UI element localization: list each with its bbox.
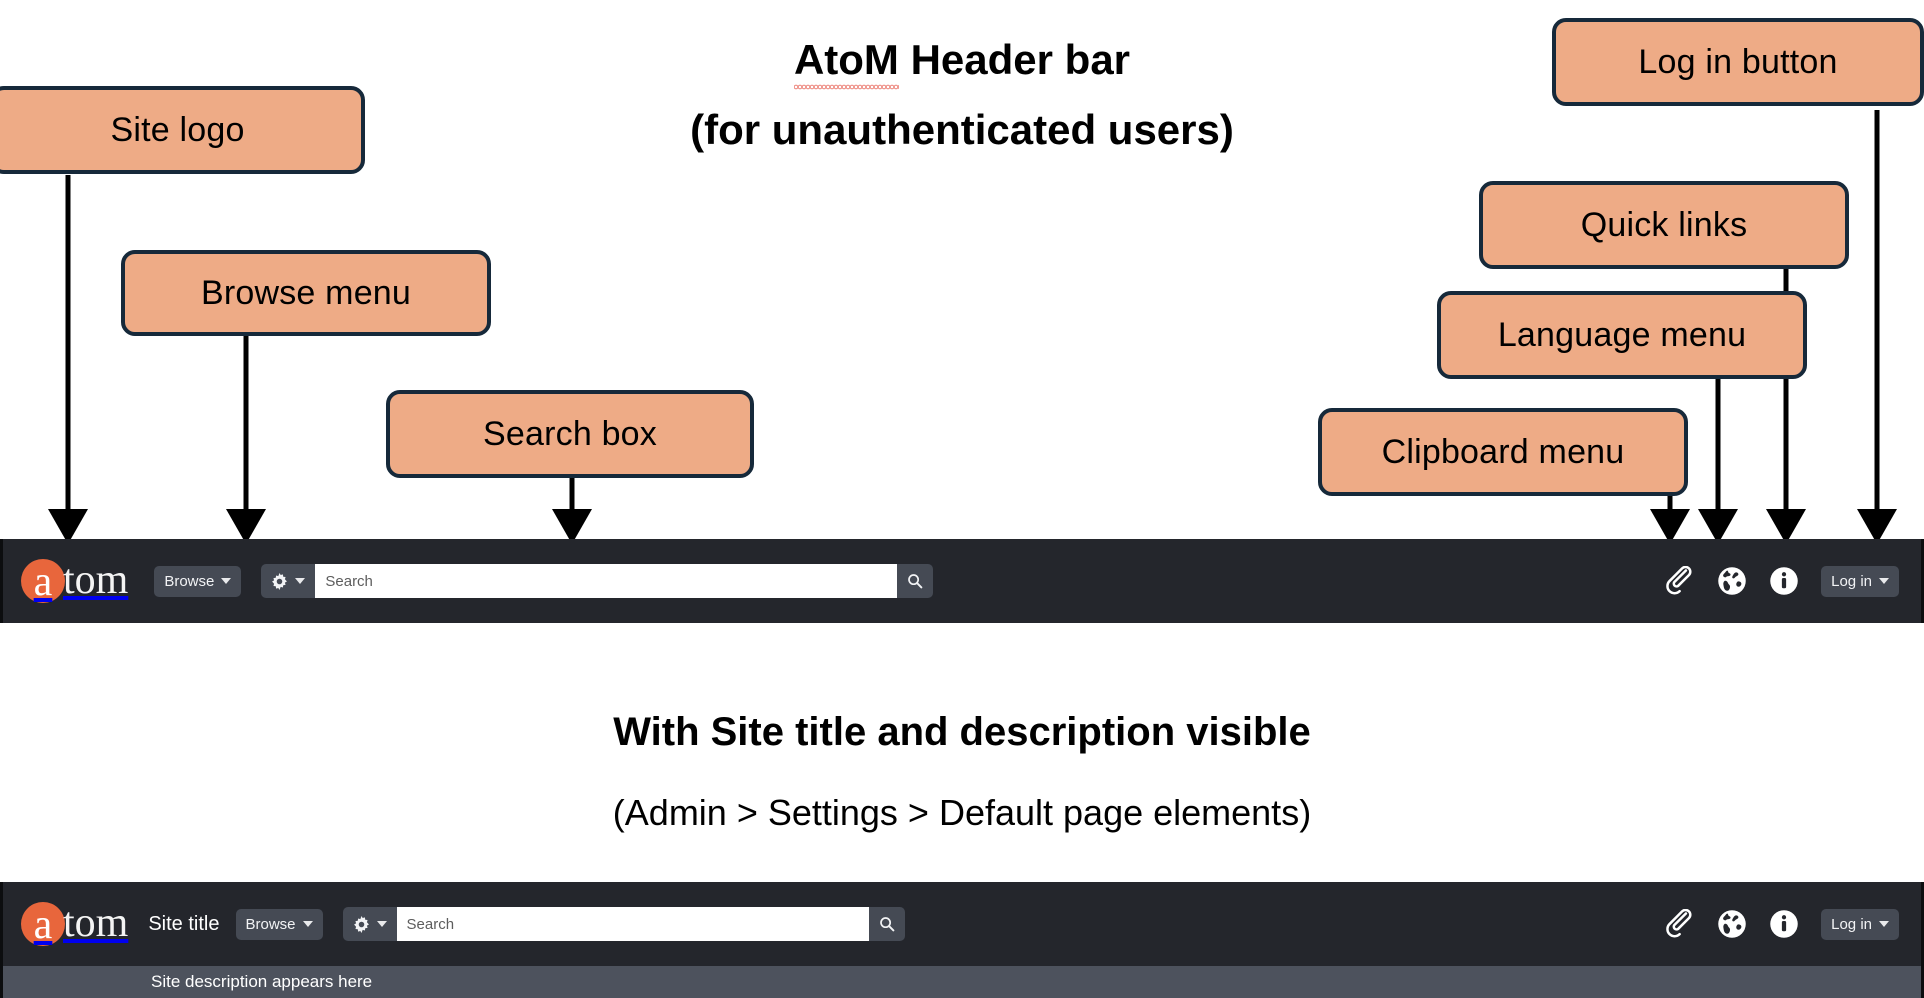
search-input[interactable]: [396, 907, 869, 941]
search-input[interactable]: [315, 564, 898, 598]
atom-header-bar-with-site-title: a tom Site title Browse: [0, 882, 1924, 966]
search-settings-button[interactable]: [342, 907, 397, 941]
callout-quick-links: Quick links: [1479, 181, 1849, 269]
paperclip-icon: [1666, 566, 1692, 595]
browse-menu-button[interactable]: Browse: [154, 565, 242, 597]
site-description-text: Site description appears here: [151, 972, 373, 991]
quick-links-button[interactable]: [1769, 566, 1799, 596]
clipboard-menu-button[interactable]: [1665, 566, 1695, 596]
info-icon: [1770, 910, 1798, 938]
gear-icon: [353, 915, 369, 933]
search-submit-button[interactable]: [868, 907, 905, 941]
callout-log-in-button: Log in button: [1552, 18, 1924, 106]
callout-clipboard-menu: Clipboard menu: [1318, 408, 1688, 496]
browse-menu-label: Browse: [164, 572, 215, 590]
log-in-button[interactable]: Log in: [1821, 565, 1899, 597]
header2-left-group: a tom Site title Browse: [21, 902, 905, 946]
callout-site-logo: Site logo: [0, 86, 365, 174]
browse-menu-label: Browse: [245, 915, 296, 933]
page-title: AtoM Header bar: [0, 36, 1924, 90]
chevron-down-icon: [295, 578, 306, 584]
callout-search-box: Search box: [386, 390, 754, 478]
header-left-group: a tom Browse: [21, 559, 934, 603]
globe-icon: [1718, 910, 1746, 938]
chevron-down-icon: [1879, 578, 1889, 584]
header2-right-group: Log in: [1665, 908, 1899, 940]
paperclip-icon: [1666, 909, 1692, 938]
atom-header-bar-unauthenticated: a tom Browse: [0, 539, 1924, 623]
clipboard-menu-button[interactable]: [1665, 909, 1695, 939]
section2-title: With Site title and description visible: [613, 710, 1311, 754]
chevron-down-icon: [1879, 921, 1889, 927]
callout-language-menu: Language menu: [1437, 291, 1807, 379]
page-title-emphasis: AtoM: [793, 36, 899, 90]
language-menu-button[interactable]: [1717, 566, 1747, 596]
quick-links-button[interactable]: [1769, 909, 1799, 939]
logo-letter-a: a: [33, 902, 53, 948]
site-logo[interactable]: a tom: [21, 902, 128, 946]
info-icon: [1770, 567, 1798, 595]
globe-icon: [1718, 567, 1746, 595]
gear-icon: [272, 572, 288, 590]
log-in-button[interactable]: Log in: [1821, 908, 1899, 940]
language-menu-button[interactable]: [1717, 909, 1747, 939]
search-box: [261, 564, 934, 598]
logo-wordmark: tom: [63, 900, 129, 946]
site-logo[interactable]: a tom: [21, 559, 128, 603]
browse-menu-button[interactable]: Browse: [235, 908, 323, 940]
search-settings-button[interactable]: [261, 564, 316, 598]
header-right-group: Log in: [1665, 565, 1899, 597]
search-icon: [908, 574, 923, 589]
logo-circle: a: [21, 902, 65, 946]
search-icon: [879, 917, 894, 932]
site-title-text: Site title: [148, 912, 220, 935]
chevron-down-icon: [376, 921, 387, 927]
search-submit-button[interactable]: [897, 564, 934, 598]
logo-wordmark: tom: [63, 557, 129, 603]
chevron-down-icon: [302, 921, 313, 927]
callout-browse-menu: Browse menu: [121, 250, 491, 336]
page-title-rest: Header bar: [898, 36, 1131, 83]
search-box: [342, 907, 905, 941]
log-in-label: Log in: [1831, 915, 1872, 933]
page-subtitle: (for unauthenticated users): [690, 106, 1234, 153]
logo-circle: a: [21, 559, 65, 603]
chevron-down-icon: [221, 578, 232, 584]
site-description-bar: Site description appears here: [0, 966, 1924, 998]
section2-subtitle: (Admin > Settings > Default page element…: [612, 792, 1312, 833]
logo-letter-a: a: [33, 559, 53, 605]
log-in-label: Log in: [1831, 572, 1872, 590]
